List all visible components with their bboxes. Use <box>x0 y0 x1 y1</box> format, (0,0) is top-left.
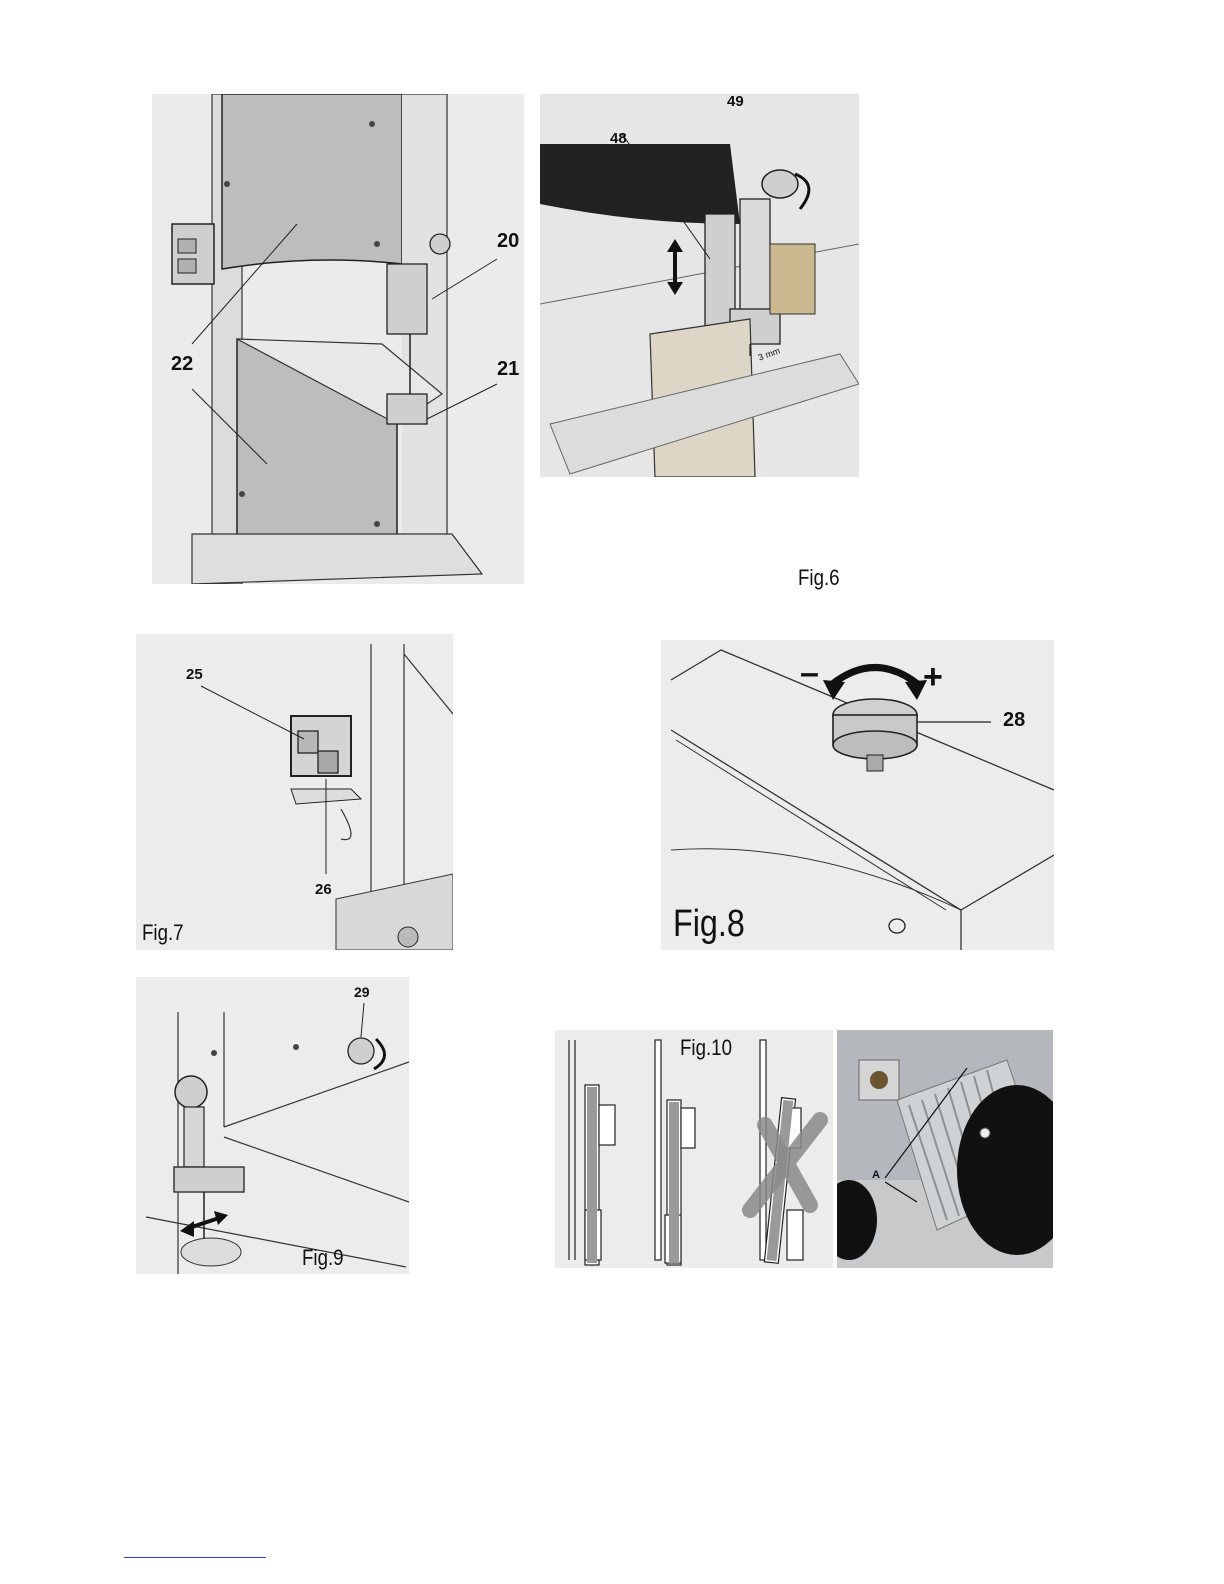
part-label-21: 21 <box>497 359 519 379</box>
guide-height-drawing <box>540 94 859 477</box>
belt-alignment-drawing <box>555 1030 833 1268</box>
figure-7-illustration <box>136 634 453 950</box>
figure-9-caption: Fig.9 <box>302 1247 344 1269</box>
figure-9-illustration <box>136 977 409 1274</box>
motor-photo-drawing <box>837 1030 1053 1268</box>
part-label-28: 28 <box>1003 710 1025 730</box>
figure-7-caption: Fig.7 <box>142 922 184 944</box>
part-label-20: 20 <box>497 231 519 251</box>
blade-tracking-drawing <box>136 977 409 1274</box>
part-label-22: 22 <box>171 354 193 374</box>
figure-10-illustration <box>555 1030 833 1268</box>
bandsaw-frame-drawing <box>152 94 524 584</box>
figure-10-caption: Fig.10 <box>680 1037 732 1059</box>
part-label-25: 25 <box>186 667 203 682</box>
part-label-49: 49 <box>727 94 744 109</box>
plus-label: + <box>923 660 943 694</box>
footnote-separator <box>124 1557 266 1558</box>
minus-label: – <box>800 656 819 690</box>
part-label-26: 26 <box>315 882 332 897</box>
figure-6-illustration <box>540 94 859 477</box>
figure-8-caption: Fig.8 <box>673 905 745 943</box>
figure-5-illustration <box>152 94 524 584</box>
part-label-29: 29 <box>354 985 370 999</box>
part-label-48: 48 <box>610 131 627 146</box>
figure-6-caption: Fig.6 <box>798 567 840 589</box>
figure-10-photo <box>837 1030 1053 1268</box>
switch-box-drawing <box>136 634 453 950</box>
point-label-a: A <box>872 1170 880 1181</box>
